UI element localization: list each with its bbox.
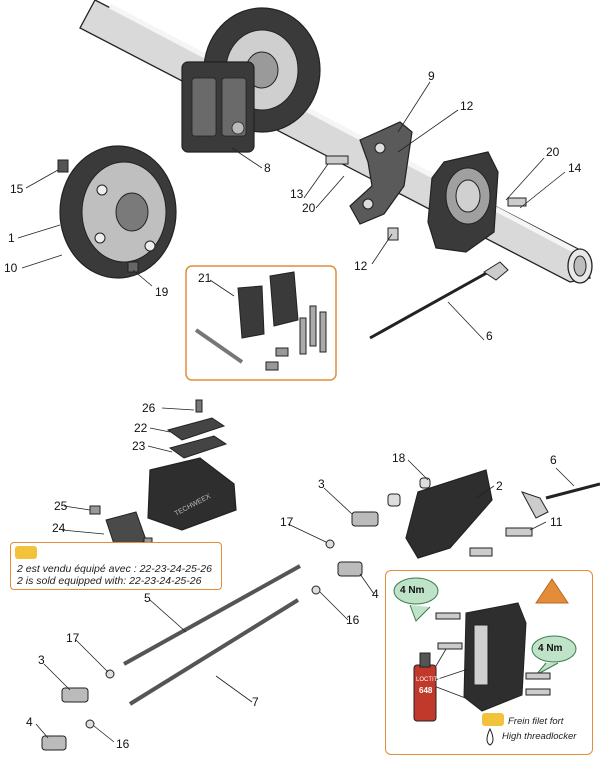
callout-4-lower: 4 xyxy=(26,715,33,729)
leader-lines xyxy=(17,81,575,743)
disc-bolt-15 xyxy=(57,159,69,173)
callout-22: 22 xyxy=(134,421,148,435)
disc-bolt-19 xyxy=(127,261,139,273)
torque-bubble-left-icon xyxy=(393,577,439,605)
callout-5: 5 xyxy=(144,591,151,605)
info-tag-icon xyxy=(15,546,37,559)
callout-2: 2 xyxy=(496,479,503,493)
bushing-3-lower xyxy=(61,687,89,703)
inset-bolt-3 xyxy=(525,672,551,680)
rod-5 xyxy=(123,564,301,666)
callout-17-upper: 17 xyxy=(280,515,294,529)
callout-4-upper: 4 xyxy=(372,587,379,601)
inset-info-tag-icon xyxy=(482,713,504,726)
callout-10: 10 xyxy=(4,261,18,275)
callout-6-lower: 6 xyxy=(550,453,557,467)
callout-9: 9 xyxy=(428,69,435,83)
pad-kit-box xyxy=(185,265,337,381)
callout-16-lower: 16 xyxy=(116,737,130,751)
inset-bolt-2 xyxy=(437,642,463,650)
bolt-12-lower xyxy=(387,227,399,241)
bushing-4-upper xyxy=(337,561,363,577)
callout-12-upper: 12 xyxy=(460,99,474,113)
callout-14: 14 xyxy=(568,161,582,175)
loctite-brand: LOCTITE xyxy=(416,677,441,683)
caliper-bracket xyxy=(349,121,413,225)
callout-16-upper: 16 xyxy=(346,613,360,627)
inset-caliper xyxy=(463,602,527,712)
threadlocker-french: Frein filet fort xyxy=(508,716,564,727)
pin-11 xyxy=(505,527,533,537)
torque-label-right: 4 Nm xyxy=(538,643,563,654)
torque-bubble-right-icon xyxy=(531,635,577,663)
torque-inset: LOCTITE 648 4 Nm 4 Nm Frein filet fort H… xyxy=(385,570,593,755)
callout-7: 7 xyxy=(252,695,259,709)
washer-16-lower xyxy=(85,719,95,729)
callout-26: 26 xyxy=(142,401,156,415)
callout-6-upper: 6 xyxy=(486,329,493,343)
drop-icon xyxy=(486,727,494,746)
bolt-20-right xyxy=(507,197,527,207)
nut-17-upper xyxy=(325,539,335,549)
hose-fitting-6 xyxy=(520,482,600,519)
supply-note-french: 2 est vendu équipé avec : 22-23-24-25-26 xyxy=(17,563,212,575)
callout-21: 21 xyxy=(198,271,212,285)
rod-7 xyxy=(128,598,300,706)
supply-note: 2 est vendu équipé avec : 22-23-24-25-26… xyxy=(10,542,222,590)
callout-1: 1 xyxy=(8,231,15,245)
torque-label-left: 4 Nm xyxy=(400,585,425,596)
pad-plate-22 xyxy=(166,417,226,441)
brake-hose xyxy=(369,261,509,340)
threadlocker-english: High threadlocker xyxy=(502,731,577,742)
bearing-housing xyxy=(427,151,499,253)
callout-15: 15 xyxy=(10,182,24,196)
callout-24: 24 xyxy=(52,521,66,535)
callout-18: 18 xyxy=(392,451,406,465)
callout-3-lower: 3 xyxy=(38,653,45,667)
pin-small xyxy=(469,547,493,557)
callout-23: 23 xyxy=(132,439,146,453)
callout-11: 11 xyxy=(550,515,563,529)
caliper-assembly-mounted xyxy=(181,61,255,153)
callout-12-lower: 12 xyxy=(354,259,368,273)
callout-13: 13 xyxy=(290,187,304,201)
callout-8: 8 xyxy=(264,161,271,175)
callout-3-upper: 3 xyxy=(318,477,325,491)
loctite-code: 648 xyxy=(419,686,433,695)
inset-bolt-4 xyxy=(525,688,551,696)
washer-16-upper xyxy=(311,585,321,595)
torque-bubble-left-tail xyxy=(409,604,431,622)
caliper-right xyxy=(387,469,493,559)
callout-19: 19 xyxy=(155,285,169,299)
bushing-3-upper xyxy=(351,511,379,527)
warning-triangle-icon xyxy=(535,578,569,604)
supply-note-english: 2 is sold equipped with: 22-23-24-25-26 xyxy=(17,575,202,587)
screw-26 xyxy=(195,399,203,413)
inset-drawing: LOCTITE 648 xyxy=(393,577,577,746)
callout-20-left: 20 xyxy=(302,201,316,215)
callout-20-right: 20 xyxy=(546,145,560,159)
callout-17-lower: 17 xyxy=(66,631,80,645)
pad-plate-23 xyxy=(168,435,228,459)
inset-bolt-1 xyxy=(435,612,461,620)
bushing-4-lower xyxy=(41,735,67,751)
brake-disc xyxy=(59,145,177,279)
bolt-13 xyxy=(325,155,349,165)
callout-25-upper: 25 xyxy=(54,499,68,513)
loctite-cap xyxy=(419,652,431,668)
inset-caliper-slot xyxy=(473,624,489,686)
